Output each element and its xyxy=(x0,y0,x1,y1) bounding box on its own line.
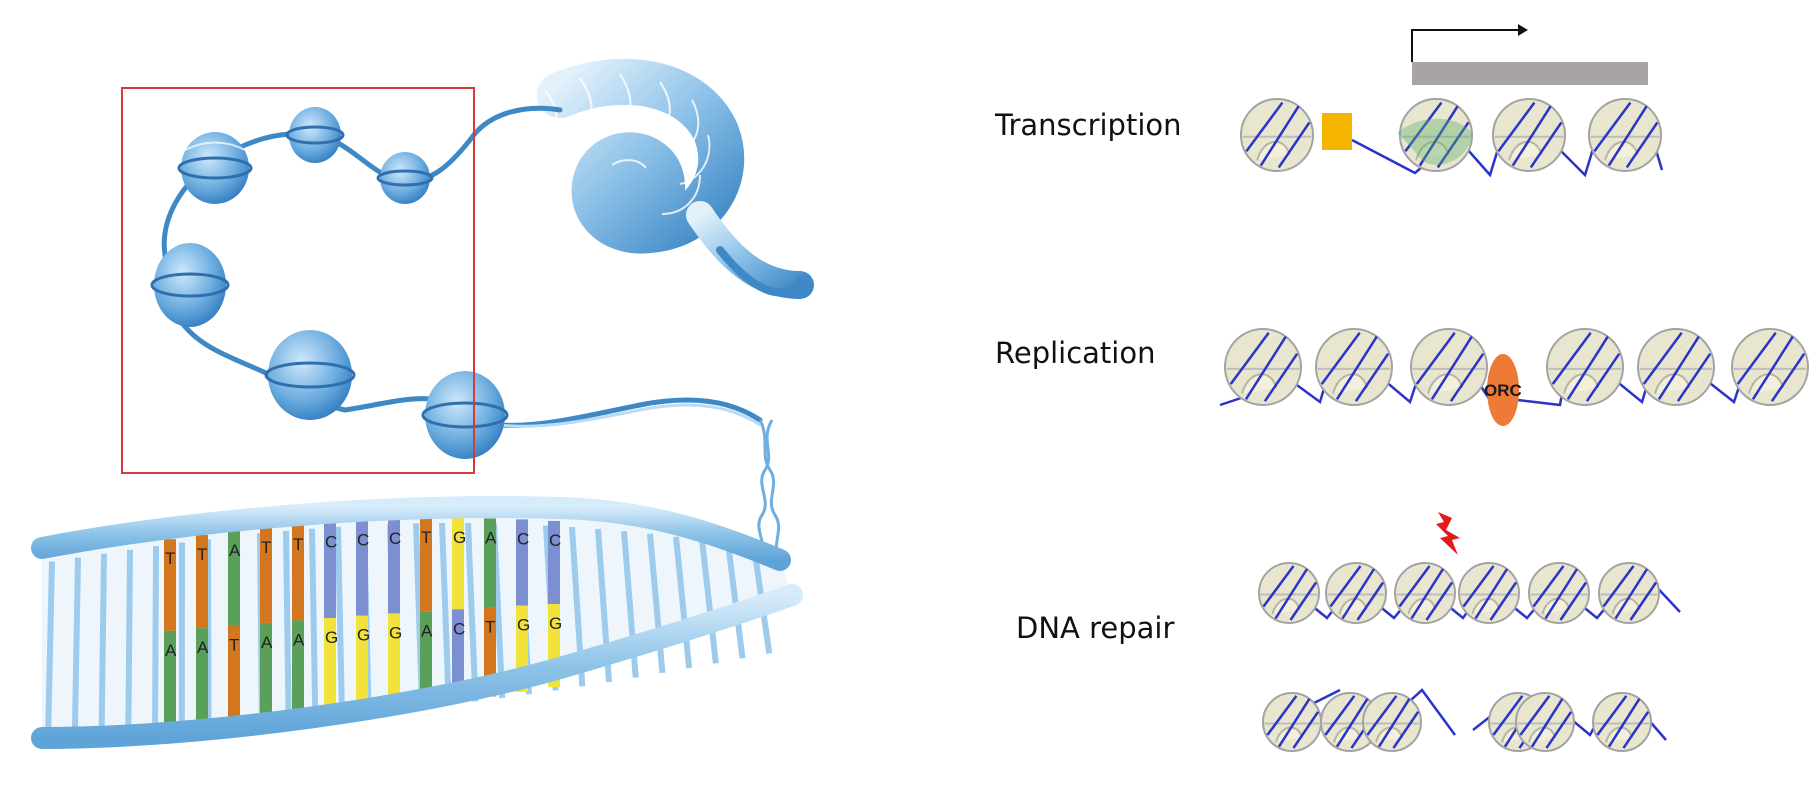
base-top xyxy=(452,518,464,610)
base-bottom xyxy=(292,620,304,717)
base-top xyxy=(228,531,240,626)
base-top xyxy=(388,519,400,614)
nucleosome xyxy=(1224,328,1302,406)
dna-helix-connector xyxy=(757,419,782,561)
nucleosome xyxy=(1362,692,1422,752)
label-dna-repair: DNA repair xyxy=(1016,611,1174,645)
nucleosome xyxy=(376,152,434,204)
nucleosome xyxy=(1515,692,1575,752)
base-letter-top: A xyxy=(485,528,497,547)
base-top xyxy=(356,520,368,616)
nucleosome xyxy=(1492,98,1566,172)
base-bottom xyxy=(228,625,240,720)
nucleosome xyxy=(421,371,509,459)
base-top xyxy=(260,527,272,623)
base-letter-bottom: A xyxy=(293,630,305,649)
base-letter-bottom: G xyxy=(517,616,530,635)
base-letter-top: C xyxy=(549,531,561,550)
chromatin-fiber-coil xyxy=(537,58,814,299)
base-letter-top: A xyxy=(229,541,241,560)
nucleosome xyxy=(1325,562,1387,624)
nucleosome xyxy=(177,132,253,204)
nucleosome xyxy=(1546,328,1624,406)
base-letter-top: C xyxy=(357,530,369,549)
base-letter-bottom: T xyxy=(229,636,239,655)
nucleosome xyxy=(150,243,230,327)
nucleosome xyxy=(1258,562,1320,624)
orc-label: ORC xyxy=(1484,381,1522,400)
base-top xyxy=(548,520,560,605)
panel-transcription: Transcription xyxy=(994,24,1664,178)
nucleosome xyxy=(1592,692,1652,752)
base-letter-top: T xyxy=(293,535,303,554)
base-letter-top: T xyxy=(197,545,207,564)
base-letter-top: C xyxy=(517,529,529,548)
base-letter-top: C xyxy=(325,532,337,551)
nucleosome xyxy=(1458,562,1520,624)
nucleosome xyxy=(285,107,345,163)
nucleosome xyxy=(1637,328,1715,406)
base-top xyxy=(292,524,304,621)
label-replication: Replication xyxy=(995,336,1155,370)
label-transcription: Transcription xyxy=(994,108,1182,142)
nucleosome xyxy=(1315,328,1393,406)
panel-replication: Replication ORC xyxy=(995,328,1809,426)
nucleosome xyxy=(1262,692,1322,752)
base-letter-bottom: G xyxy=(389,623,402,642)
linker-dna xyxy=(1309,688,1341,707)
panel-dna-repair: DNA repair xyxy=(1016,512,1681,752)
nucleosome xyxy=(1410,328,1488,406)
base-letter-bottom: A xyxy=(165,641,177,660)
base-top xyxy=(516,519,528,606)
base-bottom xyxy=(260,622,272,719)
base-bottom xyxy=(420,611,432,705)
base-bottom xyxy=(452,609,464,701)
base-bottom xyxy=(196,628,208,722)
base-top xyxy=(164,539,176,631)
base-bottom xyxy=(356,615,368,711)
base-letter-bottom: A xyxy=(197,638,209,657)
nucleosome xyxy=(1598,562,1660,624)
nucleosome xyxy=(1399,98,1473,172)
base-letter-top: T xyxy=(261,538,271,557)
base-top xyxy=(196,535,208,629)
base-letter-bottom: G xyxy=(549,614,562,633)
transcription-factor xyxy=(1322,113,1352,150)
nucleosome xyxy=(1528,562,1590,624)
base-letter-bottom: C xyxy=(453,619,465,638)
tss-arrow-icon xyxy=(1411,29,1518,62)
nucleosome xyxy=(1731,328,1809,406)
gene-bar xyxy=(1412,62,1648,85)
orc-complex xyxy=(1487,354,1519,426)
base-letter-bottom: T xyxy=(485,617,495,636)
base-letter-bottom: A xyxy=(421,621,433,640)
base-bottom xyxy=(164,630,176,723)
base-letter-top: T xyxy=(165,549,175,568)
damage-lightning-icon xyxy=(1436,512,1460,555)
nucleosome xyxy=(1394,562,1456,624)
nucleosome xyxy=(1320,692,1380,752)
base-letter-bottom: G xyxy=(325,628,338,647)
highlight-box xyxy=(121,87,475,474)
base-bottom xyxy=(388,613,400,708)
nucleosome xyxy=(264,330,356,420)
base-top xyxy=(420,518,432,612)
base-letter-bottom: A xyxy=(261,633,273,652)
base-top xyxy=(484,518,496,608)
base-letter-bottom: G xyxy=(357,626,370,645)
base-letter-top: T xyxy=(421,528,431,547)
base-bottom xyxy=(324,618,336,714)
base-top xyxy=(324,522,336,619)
base-letter-top: C xyxy=(389,529,401,548)
nucleosome xyxy=(1240,98,1314,172)
nucleosome xyxy=(1588,98,1662,172)
base-letter-top: G xyxy=(453,528,466,547)
